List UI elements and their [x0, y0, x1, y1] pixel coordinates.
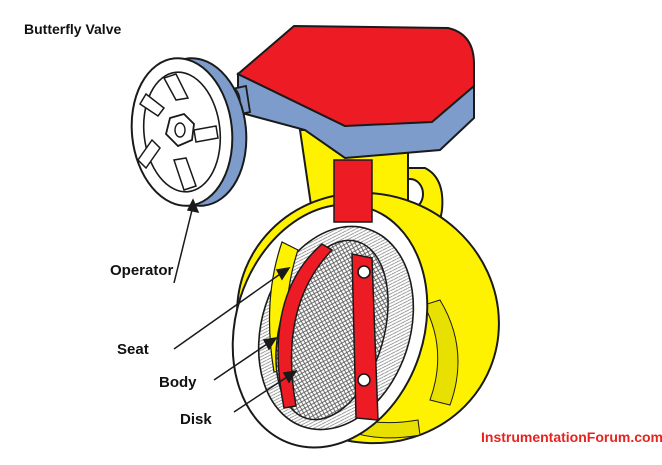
seat-leader-line — [173, 271, 284, 350]
handwheel-icon — [130, 57, 248, 207]
operator-arrowhead — [186, 198, 200, 214]
body-arrowhead — [262, 336, 278, 351]
seat-arrowhead — [275, 266, 291, 281]
valve-disk-icon — [275, 159, 389, 421]
disk-leader-line — [233, 374, 291, 413]
disk-arrowhead — [282, 369, 298, 384]
source-watermark: InstrumentationForum.com — [481, 429, 662, 445]
leader-arrows — [173, 198, 298, 413]
diagram-title: Butterfly Valve — [24, 21, 122, 37]
actuator-housing-icon — [216, 24, 475, 160]
operator-leader-line — [173, 205, 194, 284]
seat-label: Seat — [117, 341, 149, 358]
body-leader-line — [213, 341, 271, 381]
operator-label: Operator — [110, 262, 174, 279]
disk-label: Disk — [180, 411, 212, 428]
body-label: Body — [159, 374, 197, 391]
